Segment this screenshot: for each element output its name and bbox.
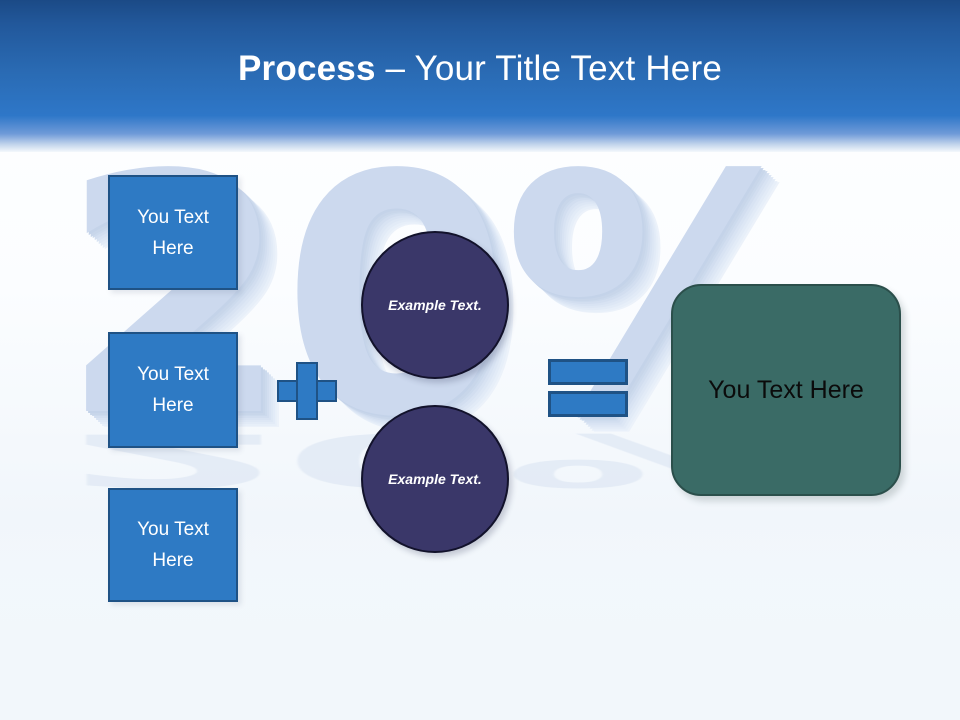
plus-icon-center-fill [298,382,316,400]
plus-icon [277,362,337,420]
header-band: Process – Your Title Text Here [0,0,960,152]
example-circle-2-label: Example Text. [388,470,482,487]
example-circle-2[interactable]: Example Text. [361,405,509,553]
result-box-label: You Text Here [708,376,864,404]
example-circle-1-label: Example Text. [388,296,482,313]
input-box-3[interactable]: You Text Here [108,488,238,602]
equals-icon [548,359,628,417]
page-title-rest: – Your Title Text Here [375,49,722,88]
equals-icon-top-bar [548,359,628,385]
equals-icon-bottom-bar [548,391,628,417]
input-box-2[interactable]: You Text Here [108,332,238,448]
input-box-3-label: You Text Here [137,519,209,571]
page-title-bold: Process [238,49,376,88]
page-title: Process – Your Title Text Here [0,48,960,90]
example-circle-1[interactable]: Example Text. [361,231,509,379]
input-box-1-label: You Text Here [137,206,209,259]
input-box-2-label: You Text Here [137,364,209,416]
result-box[interactable]: You Text Here [671,284,901,496]
input-box-1[interactable]: You Text Here [108,175,238,290]
